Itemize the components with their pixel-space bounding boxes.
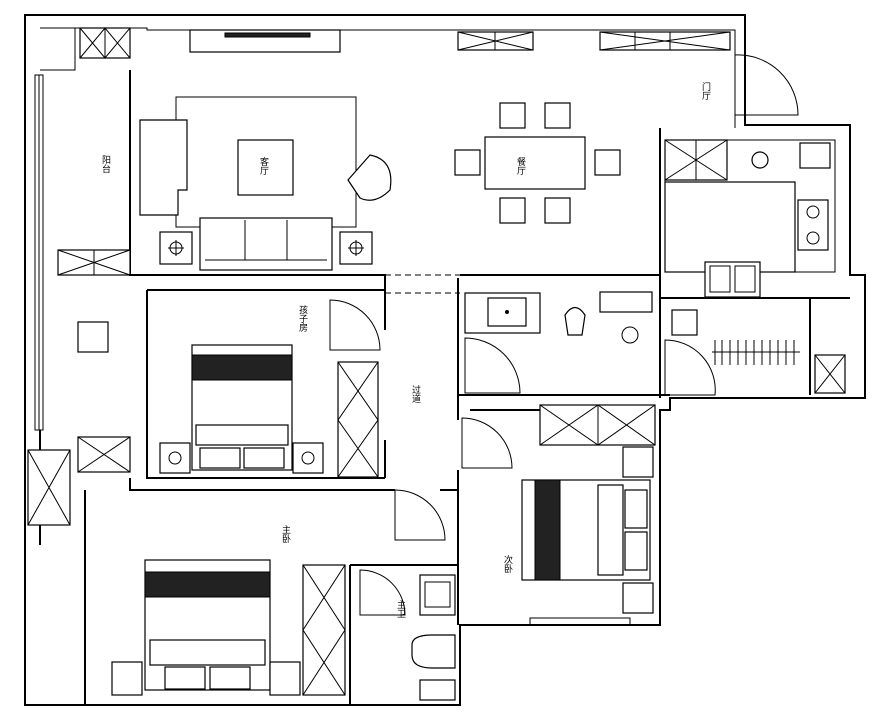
kids-bed <box>191 344 293 471</box>
fridge <box>799 142 831 169</box>
chaise-sofa <box>139 119 188 216</box>
bath-door <box>464 337 521 394</box>
stove <box>797 199 829 251</box>
master-nightstand-right <box>269 661 301 696</box>
wardrobe-kids <box>337 361 379 478</box>
sofa <box>199 217 333 271</box>
kids-nightstands <box>159 442 324 474</box>
side-table-right <box>339 231 373 265</box>
second-nightstand-bottom <box>622 582 654 614</box>
cabinet-living-top <box>79 27 131 59</box>
sofa-cushions <box>205 220 327 261</box>
entry-door <box>734 54 799 116</box>
tv <box>224 32 311 38</box>
kitchen-island-area <box>664 181 796 273</box>
coffee-table <box>237 139 294 196</box>
second-bed <box>521 479 651 581</box>
kitchen-cabinet <box>664 139 728 181</box>
second-door <box>461 417 513 469</box>
label-foyer: 门厅 <box>700 81 711 100</box>
squat-toilet <box>564 306 586 336</box>
armchair <box>347 154 392 201</box>
label-master-bath: 主卫 <box>395 599 406 618</box>
bath-shower <box>599 291 653 344</box>
cabinet-corner <box>27 449 71 526</box>
cabinet-dining-top <box>457 31 731 51</box>
kitchen-sink <box>704 261 761 298</box>
label-corridor: 过道 <box>410 384 421 404</box>
master-toilet <box>411 634 456 669</box>
label-living: 客厅 <box>258 156 269 175</box>
kitchen-appliance <box>751 151 769 169</box>
label-kids: 孩子房 <box>297 304 308 333</box>
balcony-chair <box>77 321 109 353</box>
dining-table <box>484 136 586 190</box>
wardrobe-second <box>539 404 656 446</box>
label-balcony: 阳台 <box>100 155 111 174</box>
wardrobe-master <box>302 564 346 696</box>
label-second: 次卧 <box>502 554 513 574</box>
master-bath-door <box>359 569 406 616</box>
laundry-door <box>664 339 716 396</box>
washer <box>671 309 698 336</box>
master-door <box>394 489 446 541</box>
cabinet-balcony <box>57 249 131 473</box>
dining-chairs <box>454 102 621 224</box>
label-dining: 餐厅 <box>515 156 526 175</box>
second-nightstand-top <box>622 446 654 478</box>
master-bed <box>144 559 271 691</box>
drying-rack <box>712 340 800 365</box>
bath-vanity <box>464 292 541 334</box>
master-shower <box>419 679 456 701</box>
second-window <box>529 617 631 626</box>
master-nightstand-left <box>111 661 143 696</box>
kids-door <box>329 299 381 351</box>
shower-tray <box>814 354 846 394</box>
outer-wall <box>24 14 866 706</box>
side-table-left <box>159 231 193 265</box>
master-vanity <box>419 574 456 616</box>
label-master: 主卧 <box>280 524 291 544</box>
